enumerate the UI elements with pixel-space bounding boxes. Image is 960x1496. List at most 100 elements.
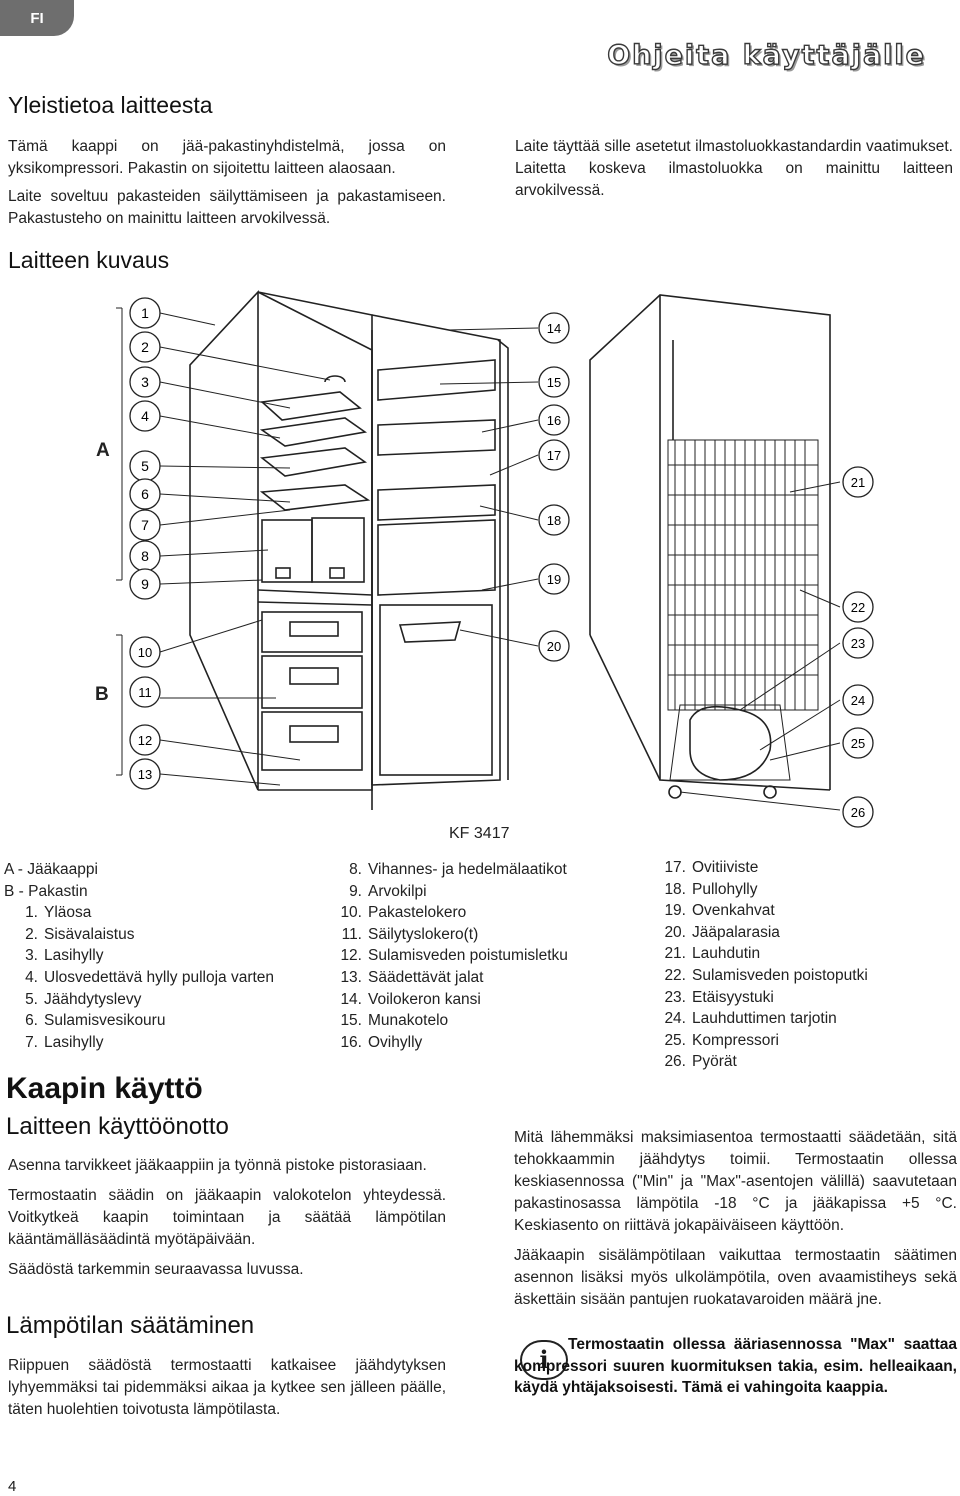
bottle-rack <box>377 519 496 596</box>
svg-text:19: 19 <box>547 572 561 587</box>
callout-12: 12 <box>129 724 161 756</box>
wheel-right <box>763 785 777 799</box>
callout-16: 16 <box>538 404 570 436</box>
door-shelf <box>377 419 496 456</box>
svg-text:3: 3 <box>141 374 149 390</box>
list-item: 4.Ulosvedettävä hylly pulloja varten <box>25 968 275 986</box>
list-item: 12.Sulamisveden poistumisletku <box>340 947 568 965</box>
list-item: 1.Yläosa <box>25 904 92 922</box>
list-item: 7.Lasihylly <box>25 1033 104 1051</box>
general-text-left: Tämä kaappi on jää-pakastinyhdistelmä, j… <box>8 136 446 230</box>
callout-3: 3 <box>129 366 161 398</box>
callout-6: 6 <box>129 478 161 510</box>
fridge-right-door <box>371 314 501 786</box>
callout-17: 17 <box>538 439 570 471</box>
callout-14: 14 <box>538 312 570 344</box>
freezer-door-inner <box>379 604 493 776</box>
model-number: KF 3417 <box>449 825 510 842</box>
callout-18: 18 <box>538 504 570 536</box>
callout-5: 5 <box>129 450 161 482</box>
page-number: 4 <box>8 1478 17 1495</box>
legend-letter-a: A - Jääkaappi <box>4 861 98 878</box>
list-item: 22.Sulamisveden poistoputki <box>664 966 868 984</box>
svg-text:21: 21 <box>851 475 865 490</box>
list-item: 18.Pullohylly <box>664 880 758 898</box>
usage-subheading: Laitteen käyttöönotto <box>6 1113 229 1140</box>
callout-9: 9 <box>129 568 161 600</box>
callout-7: 7 <box>129 509 161 541</box>
svg-text:15: 15 <box>547 375 561 390</box>
list-item: 11.Säilytyslokero(t) <box>341 925 479 943</box>
callout-19: 19 <box>538 563 570 595</box>
svg-text:9: 9 <box>141 576 149 592</box>
usage-p2: Termostaatin säädin on jääkaapin valokot… <box>8 1187 446 1248</box>
callout-8: 8 <box>129 540 161 572</box>
crisper-left <box>261 519 313 583</box>
callout-20: 20 <box>538 630 570 662</box>
callout-24: 24 <box>842 684 874 716</box>
list-item: 14.Voilokeron kansi <box>340 990 481 1008</box>
list-item: 24.Lauhduttimen tarjotin <box>664 1010 837 1028</box>
svg-text:1: 1 <box>141 305 149 321</box>
section-letter-b: B <box>95 684 109 705</box>
legend-col-2: 8.Vihannes- ja hedelmälaatikot 9.Arvokil… <box>328 859 568 1053</box>
svg-text:14: 14 <box>547 321 561 336</box>
language-tab: FI <box>0 0 74 36</box>
list-item: 26.Pyörät <box>664 1053 737 1071</box>
list-item: 15.Munakotelo <box>340 1012 449 1030</box>
temperature-text-left: Riippuen säädöstä termostaatti katkaisee… <box>8 1355 446 1421</box>
svg-text:24: 24 <box>851 693 865 708</box>
svg-text:4: 4 <box>141 408 149 424</box>
legend-col-1: A - Jääkaappi B - Pakastin 1.Yläosa 2.Si… <box>4 859 274 1053</box>
svg-text:2: 2 <box>141 339 149 355</box>
list-item: 10.Pakastelokero <box>340 904 467 922</box>
svg-text:20: 20 <box>547 639 561 654</box>
callout-15: 15 <box>538 366 570 398</box>
condenser <box>667 439 819 711</box>
description-heading: Laitteen kuvaus <box>8 247 170 273</box>
egg-tray <box>377 359 496 401</box>
callout-10: 10 <box>129 636 161 668</box>
note-text: Termostaatin ollessa ääriasennossa "Max"… <box>514 1336 957 1396</box>
temperature-heading: Lämpötilan säätäminen <box>6 1312 255 1339</box>
temperature-p1: Riippuen säädöstä termostaatti katkaisee… <box>8 1357 446 1418</box>
svg-text:17: 17 <box>547 448 561 463</box>
callout-1: 1 <box>129 297 161 329</box>
general-p3: Laite täyttää sille asetetut ilmastoluok… <box>515 138 953 199</box>
list-item: 20.Jääpalarasia <box>664 923 780 941</box>
list-item: 2.Sisävalaistus <box>25 925 135 943</box>
freezer-drawer-2 <box>261 655 363 709</box>
svg-text:22: 22 <box>851 600 865 615</box>
callouts: 1 2 3 4 5 6 7 8 9 10 11 12 13 14 15 16 1… <box>129 297 874 828</box>
svg-text:18: 18 <box>547 513 561 528</box>
usage-text: Asenna tarvikkeet jääkaappiin ja työnnä … <box>8 1155 446 1281</box>
list-item: 3.Lasihylly <box>25 947 104 965</box>
list-item: 9.Arvokilpi <box>349 882 427 900</box>
list-item: 6.Sulamisvesikouru <box>25 1012 166 1030</box>
callout-2: 2 <box>129 331 161 363</box>
temperature-p3: Jääkaapin sisälämpötilaan vaikuttaa term… <box>514 1247 957 1308</box>
temperature-text-right: Mitä lähemmäksi maksimiasentoa termostaa… <box>514 1127 957 1311</box>
svg-text:8: 8 <box>141 548 149 564</box>
general-text-right: Laite täyttää sille asetetut ilmastoluok… <box>515 136 953 202</box>
callout-11: 11 <box>129 676 161 708</box>
usage-p1: Asenna tarvikkeet jääkaappiin ja työnnä … <box>8 1157 427 1174</box>
fridge-diagram: A B 1 2 3 4 5 6 7 <box>95 289 874 828</box>
svg-text:23: 23 <box>851 636 865 651</box>
freezer-drawer-3 <box>261 711 363 771</box>
callout-22: 22 <box>842 591 874 623</box>
glass-shelf-lower <box>259 484 371 511</box>
legend-letter-b: B - Pakastin <box>4 882 88 900</box>
list-item: 16.Ovihylly <box>340 1033 423 1051</box>
svg-text:25: 25 <box>851 736 865 751</box>
svg-text:11: 11 <box>138 685 152 700</box>
info-icon: i <box>520 1340 568 1380</box>
list-item: 25.Kompressori <box>664 1031 779 1049</box>
compressor <box>689 705 772 781</box>
svg-text:10: 10 <box>138 645 152 660</box>
list-item: 13.Säädettävät jalat <box>340 968 484 986</box>
page-title: Ohjeita käyttäjälle <box>606 39 926 71</box>
svg-text:5: 5 <box>141 458 149 474</box>
list-item: 8.Vihannes- ja hedelmälaatikot <box>349 861 567 878</box>
list-item: 23.Etäisyystuki <box>664 988 774 1006</box>
